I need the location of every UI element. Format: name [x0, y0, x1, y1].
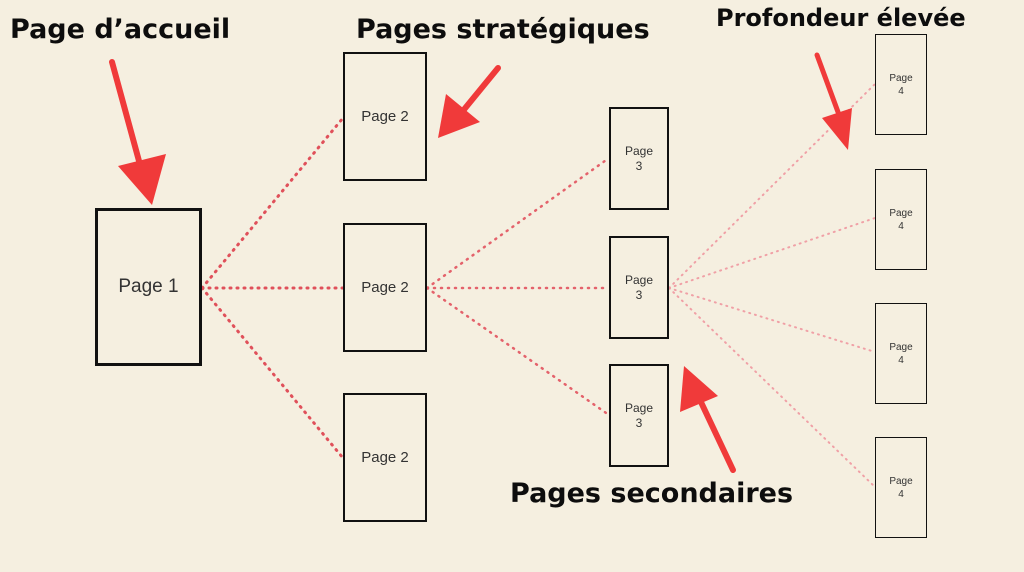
node-label: Page 2: [361, 449, 409, 466]
secondary-title: Pages secondaires: [510, 478, 794, 509]
connectors: [200, 83, 876, 488]
node-page-3: Page 3: [609, 364, 669, 467]
arrow-to-home: [109, 59, 166, 205]
node-label: Page 2: [361, 108, 409, 125]
node-label: Page 3: [624, 143, 654, 173]
node-page-4: Page 4: [875, 169, 927, 270]
node-page-2: Page 2: [343, 52, 427, 181]
node-label: Page 3: [624, 400, 654, 430]
connector-p3-p4d: [668, 287, 876, 488]
node-page-3: Page 3: [609, 107, 669, 210]
node-label: Page 4: [889, 475, 913, 500]
home-title: Page d’accueil: [10, 14, 231, 45]
node-page-1: Page 1: [95, 208, 202, 366]
connector-p2-p3c: [425, 286, 611, 417]
node-page-4: Page 4: [875, 437, 927, 538]
connector-p1-p2c: [200, 286, 345, 460]
node-page-3: Page 3: [609, 236, 669, 339]
annotation-arrows: [109, 52, 852, 473]
deep-title: Profondeur élevée: [716, 4, 966, 32]
node-page-2: Page 2: [343, 393, 427, 522]
node-label: Page 1: [118, 276, 179, 297]
arrow-to-secondary: [680, 366, 736, 473]
arrow-to-strategic: [438, 65, 501, 138]
node-page-4: Page 4: [875, 34, 927, 135]
strategic-title: Pages stratégiques: [356, 14, 650, 45]
connector-p3-p4c: [668, 287, 876, 353]
node-page-2: Page 2: [343, 223, 427, 352]
node-label: Page 4: [889, 72, 913, 97]
connector-p3-p4b: [668, 217, 876, 289]
node-label: Page 2: [361, 279, 409, 296]
node-page-4: Page 4: [875, 303, 927, 404]
node-label: Page 4: [889, 341, 913, 366]
connector-p1-p2a: [200, 116, 345, 290]
node-label: Page 3: [624, 272, 654, 302]
arrow-to-deep: [814, 52, 852, 150]
connector-p2-p3a: [425, 156, 611, 290]
node-label: Page 4: [889, 207, 913, 232]
